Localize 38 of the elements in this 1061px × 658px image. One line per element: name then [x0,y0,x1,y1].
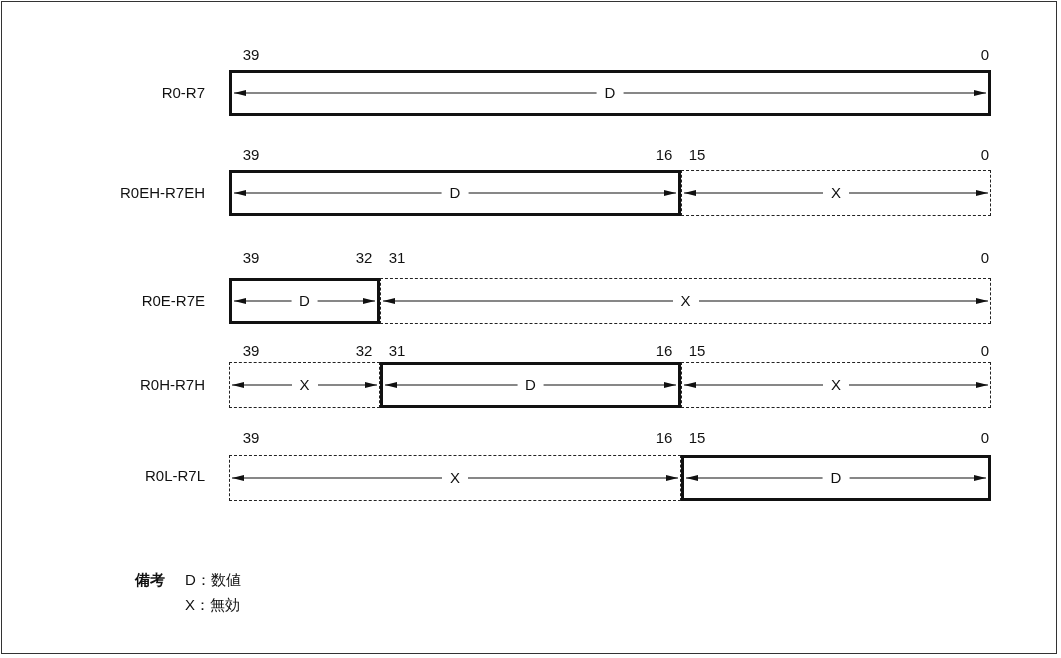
register-name: R0H-R7H [140,376,205,394]
bit-number: 15 [688,342,706,360]
bit-number: 39 [242,429,260,447]
register-field-box [380,362,681,408]
register-name: R0EH-R7EH [119,184,205,202]
dashed-field-box [229,362,380,408]
bit-number: 15 [688,146,706,164]
bit-number: 0 [980,429,990,447]
dashed-field-box [229,455,681,501]
bit-number: 0 [980,46,990,64]
dashed-field-box [380,278,991,324]
bit-number: 32 [355,342,373,360]
register-name: R0-R7 [161,84,205,102]
bit-number: 16 [655,146,673,164]
register-field-box [229,278,380,324]
dashed-field-box [681,362,991,408]
note-text: X：無効 [185,596,240,614]
bit-number: 39 [242,46,260,64]
bit-number: 32 [355,249,373,267]
bit-number: 16 [655,429,673,447]
register-name: R0E-R7E [141,292,205,310]
register-field-box [681,455,991,501]
bit-number: 39 [242,249,260,267]
bit-number: 31 [388,342,406,360]
dashed-field-box [681,170,991,216]
register-field-box [229,70,991,116]
bit-number: 15 [688,429,706,447]
bit-number: 0 [980,342,990,360]
note-text: D：数値 [185,571,241,589]
register-name: R0L-R7L [144,467,205,485]
bit-number: 0 [980,249,990,267]
bit-number: 39 [242,342,260,360]
bit-number: 39 [242,146,260,164]
register-field-box [229,170,681,216]
note-heading: 備考 [135,571,165,589]
bit-number: 16 [655,342,673,360]
bit-number: 0 [980,146,990,164]
bit-number: 31 [388,249,406,267]
